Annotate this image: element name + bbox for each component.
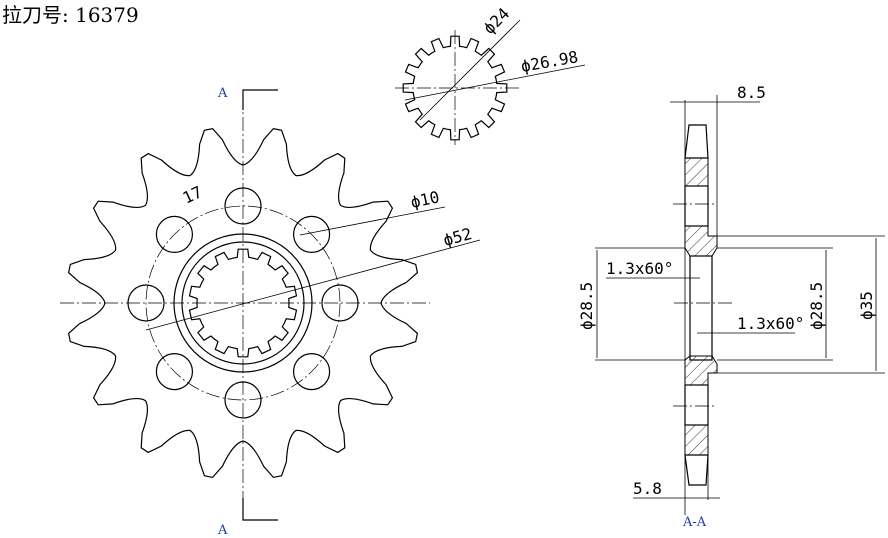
dim-bore-right: ϕ28.5 xyxy=(807,282,826,330)
chamfer-bottom: 1.3x60° xyxy=(737,314,804,333)
broach-number-title: 拉刀号: 16379 xyxy=(2,3,139,27)
hole-top xyxy=(684,185,709,227)
dim-bore-left: ϕ28.5 xyxy=(577,282,596,330)
bore xyxy=(689,255,713,361)
dim-spline-inner: ϕ24 xyxy=(479,4,513,38)
dim-hub: ϕ35 xyxy=(857,291,876,320)
bolt-hole xyxy=(292,215,331,254)
hatch-top-2 xyxy=(684,225,718,257)
bolt-hole xyxy=(292,352,331,391)
dim-width: 8.5 xyxy=(737,83,766,102)
section-view: 8.5 5.8 A-A ϕ28.5 1.3x60° 1.3x60° ϕ28.5 … xyxy=(577,83,885,530)
hole-bottom xyxy=(684,384,709,426)
dim-bolt-circle: ϕ52 xyxy=(441,224,474,250)
bolt-hole xyxy=(155,215,194,254)
chamfer-top: 1.3x60° xyxy=(606,259,673,278)
dim-hole: ϕ10 xyxy=(409,187,441,212)
front-view: A A 17 ϕ10 ϕ52 xyxy=(60,86,481,538)
tooth-count-label: 17 xyxy=(180,182,205,207)
section-mark-top: A xyxy=(217,86,228,101)
dim-outer-leader xyxy=(404,64,586,101)
section-mark-bottom: A xyxy=(217,523,228,538)
tooth-bottom xyxy=(684,454,709,486)
spline-detail: ϕ24 ϕ26.98 xyxy=(395,4,586,145)
hatch-bottom-2 xyxy=(684,355,718,386)
bolt-hole xyxy=(155,352,194,391)
hatch-top-1 xyxy=(684,157,709,187)
section-arrow-top xyxy=(242,89,278,110)
section-arrow-bottom xyxy=(242,498,278,521)
dim-hole-leader xyxy=(299,206,446,236)
section-label: A-A xyxy=(682,515,707,530)
tooth-top xyxy=(684,124,709,159)
spline-detail-outline xyxy=(402,35,508,141)
dim-bolt-circle-leader xyxy=(145,239,481,331)
sprocket-outline xyxy=(67,127,419,479)
dim-plate: 5.8 xyxy=(633,479,662,498)
hatch-bottom-1 xyxy=(684,424,709,456)
dim-inner-leader xyxy=(419,19,521,121)
bolt-circle xyxy=(145,205,341,401)
spline-bore xyxy=(188,248,298,358)
